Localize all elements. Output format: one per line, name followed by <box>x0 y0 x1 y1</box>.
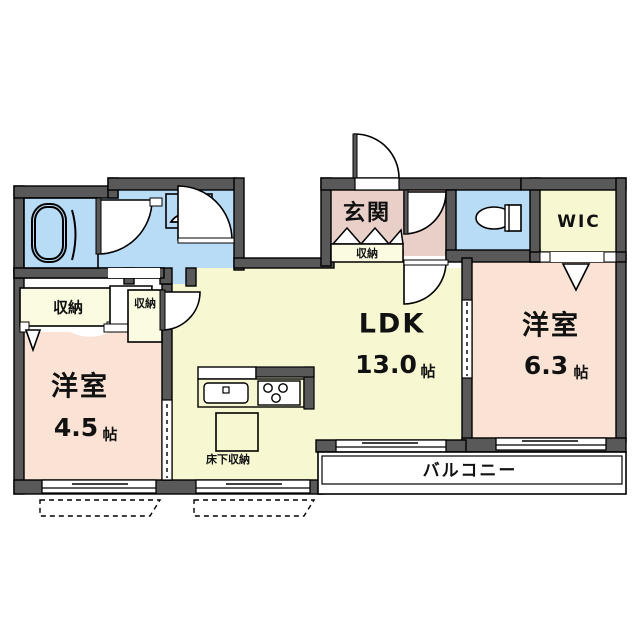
washroom-door-swing <box>177 185 235 244</box>
closet-genkan-label: 収納 <box>356 246 378 260</box>
window-awning-ldk <box>193 499 316 517</box>
under-floor-storage-label: 床下収納 <box>206 452 250 466</box>
wall-hall-bottom <box>233 257 335 269</box>
genkan-label: 玄関 <box>343 200 391 226</box>
bath-door-frame <box>149 197 163 207</box>
ldk-name-label: LDK <box>359 309 426 340</box>
window-ldk-balcony <box>335 439 447 453</box>
washitsu-right-area-unit: 帖 <box>573 364 588 382</box>
wall-genkan-top <box>320 177 522 191</box>
room-fill-washitsu-right <box>470 262 618 438</box>
balcony-inner <box>321 455 623 485</box>
kitchen-group: 床下収納 <box>197 366 315 466</box>
wic-label: WIC <box>557 212 601 232</box>
toilet-group <box>475 204 522 232</box>
toilet-icon <box>475 204 522 232</box>
wall-washroom-right <box>233 177 245 271</box>
genkan-group: 玄関 収納 <box>330 133 449 305</box>
kitchen-sink-icon <box>203 382 249 404</box>
window-bedroom-left <box>41 479 157 494</box>
room-fill-wic <box>540 190 618 252</box>
window-bedroom-right-balcony <box>495 437 607 451</box>
wall-toilet-left <box>445 189 457 259</box>
window-awning-bedroom-left <box>39 499 162 517</box>
sliding-door-ldk-bedroom <box>461 299 473 379</box>
wall-outer-right <box>615 177 627 443</box>
kitchen-backsplash <box>197 366 257 380</box>
balcony-label: バルコニー <box>423 461 518 481</box>
wall-outer-left <box>13 185 25 495</box>
sliding-door-ldk-left-bedroom <box>161 399 173 481</box>
washitsu-left-name-label: 洋室 <box>51 371 109 403</box>
ldk-area-unit: 帖 <box>420 363 435 381</box>
room-fill-washitsu-left <box>24 332 172 480</box>
floor-storage-hatch-icon <box>215 412 259 452</box>
room-text-labels: LDK 13.0 帖 洋室 4.5 帖 洋室 6.3 帖 <box>51 309 589 444</box>
opening-hall-closet-door <box>134 268 160 278</box>
closet-door-folding-left <box>24 329 42 353</box>
gas-stove-icon <box>257 380 301 406</box>
wall-top-right <box>520 177 627 191</box>
washitsu-right-area-value: 6.3 <box>524 351 568 380</box>
wall-genkan-left-riser <box>320 177 332 267</box>
ldk-area-value: 13.0 <box>355 350 417 379</box>
wall-toilet-bottom <box>445 249 541 263</box>
front-door-swing <box>352 133 400 191</box>
closet-hall-label-line1: 収納 <box>134 296 156 310</box>
genkan-shoe-closet: 収納 <box>330 226 404 263</box>
closet-bedroom-left-box <box>19 287 117 327</box>
closet-hall: 収納 <box>127 289 201 343</box>
opening-wic-entry <box>548 252 606 262</box>
balcony-group: バルコニー <box>317 451 627 495</box>
toilet-door-swing <box>403 189 447 235</box>
window-ldk <box>195 479 311 494</box>
ldk-entry-door-swing <box>403 259 449 305</box>
wall-kitchen-top <box>255 366 315 378</box>
bathroom-group <box>23 185 235 269</box>
washitsu-left-area-value: 4.5 <box>54 413 98 442</box>
wall-top-washroom <box>107 177 237 191</box>
wall-top-left <box>13 185 119 199</box>
wic-group: WIC <box>539 212 617 292</box>
bathtub-icon <box>31 203 77 263</box>
washitsu-left-area-unit: 帖 <box>102 426 117 444</box>
closet-hall-door-swing <box>159 289 201 331</box>
washitsu-right-name-label: 洋室 <box>522 310 580 342</box>
wall-corridor-step <box>185 267 197 287</box>
closet-bedroom-left-label: 収納 <box>53 299 83 317</box>
wic-folding-door <box>561 263 591 292</box>
